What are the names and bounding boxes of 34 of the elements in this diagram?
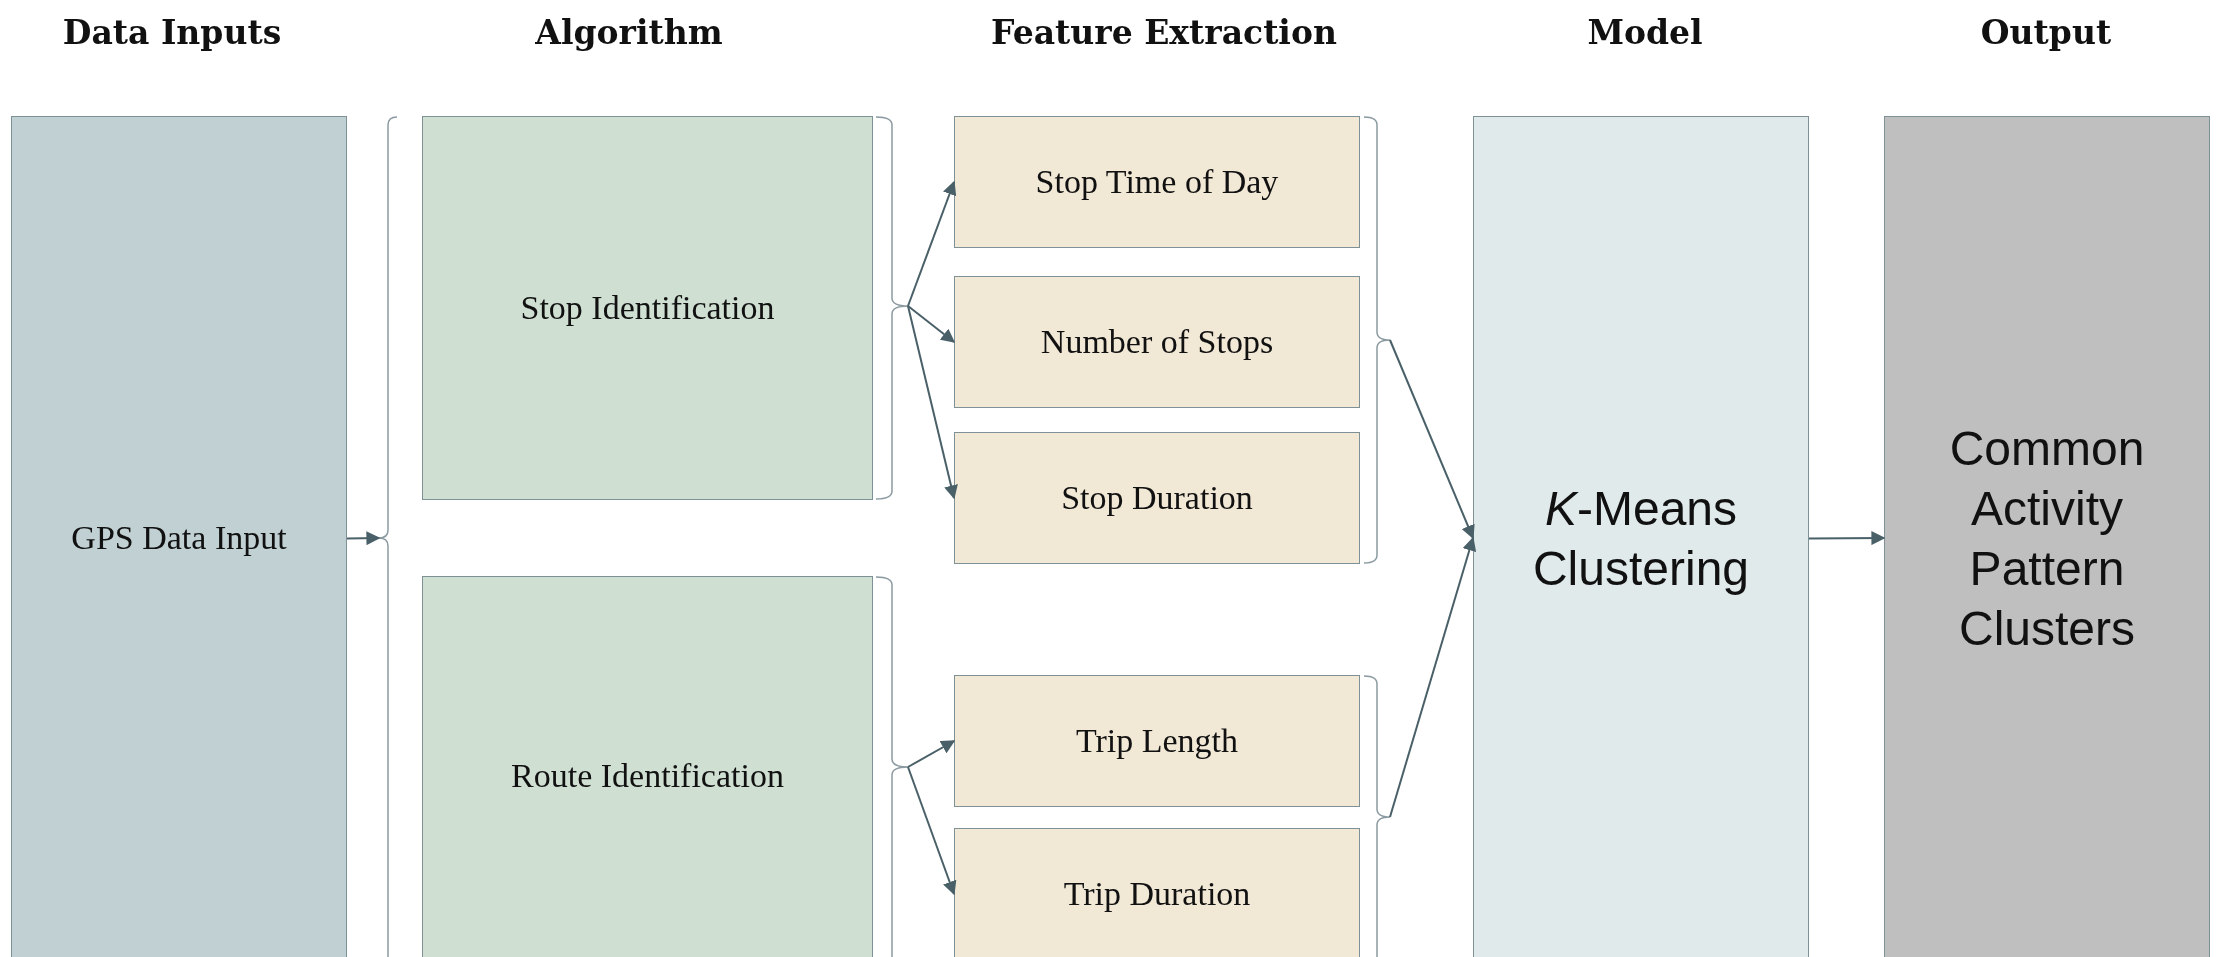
node-label: K-Means Clustering: [1531, 480, 1751, 597]
node-label: Stop Identification: [520, 287, 775, 328]
column-heading: Data Inputs: [62, 12, 282, 54]
node-label: Stop Duration: [1061, 477, 1253, 518]
node-label: GPS Data Input: [71, 518, 287, 559]
column-heading: Model: [1587, 12, 1703, 54]
arrow: [1389, 339, 1475, 540]
output-panel: [1884, 116, 2210, 957]
arrow: [907, 180, 957, 307]
arrow: [907, 766, 957, 896]
feature-box: [954, 276, 1360, 408]
node-label: Common Activity Pattern Clusters: [1948, 420, 2146, 657]
column-heading: Feature Extraction: [991, 12, 1337, 54]
feature-box: [954, 432, 1360, 564]
arrow: [907, 305, 958, 500]
process-box: [422, 576, 873, 957]
arrow: [907, 740, 956, 768]
feature-box: [954, 116, 1360, 248]
node-label: Trip Length: [1075, 720, 1239, 761]
arrow: [1389, 536, 1477, 818]
node-label: Number of Stops: [1040, 321, 1274, 362]
node-label: Route Identification: [511, 755, 784, 796]
arrow: [907, 305, 956, 343]
node-label: Trip Duration: [1063, 873, 1251, 914]
arrow: [1808, 531, 1886, 546]
feature-box: [954, 828, 1360, 957]
node-label: Stop Time of Day: [1035, 161, 1279, 202]
arrow: [346, 531, 381, 546]
process-box: [422, 116, 873, 500]
model-panel: [1473, 116, 1809, 957]
column-heading: Output: [1980, 12, 2112, 54]
column-heading: Algorithm: [535, 12, 723, 54]
input-panel: [11, 116, 347, 957]
feature-box: [954, 675, 1360, 807]
